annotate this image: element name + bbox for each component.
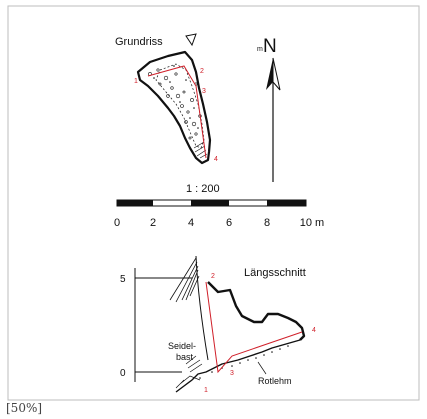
section-station-3: 3	[230, 370, 234, 377]
zoom-level-label: [50%]	[6, 401, 43, 415]
label-seidelbast-1: Seidel-	[168, 341, 196, 351]
scale-segment	[267, 200, 306, 206]
plan-hatching	[193, 141, 208, 159]
section-station-1: 1	[204, 387, 208, 394]
scale-bar: 1 : 200 0 2 4 6 8 10 m	[114, 183, 324, 229]
north-prefix: m	[257, 46, 263, 53]
height-label-5: 5	[120, 274, 126, 285]
plan-view: Grundriss	[115, 33, 218, 165]
scale-segment	[117, 200, 153, 206]
plan-survey-line	[147, 65, 207, 159]
seidelbast-plant-icon	[175, 355, 203, 389]
scale-tick: 0	[114, 217, 120, 229]
section-station-4: 4	[312, 327, 316, 334]
scale-tick: 6	[226, 217, 232, 229]
section-view: Längsschnitt 5 0	[120, 255, 316, 394]
scale-tick: 10 m	[300, 217, 324, 229]
cave-ceiling	[207, 281, 306, 341]
scale-tick: 2	[150, 217, 156, 229]
plan-title: Grundriss	[115, 36, 163, 48]
rotlehm-leader	[257, 361, 267, 375]
north-arrow-head-right	[272, 57, 281, 91]
entrance-slope-line	[195, 255, 209, 361]
scale-tick: 8	[264, 217, 270, 229]
plan-station-2: 2	[200, 68, 204, 75]
plan-station-4: 4	[214, 156, 218, 163]
plan-station-1: 1	[134, 78, 138, 85]
scale-ratio: 1 : 200	[186, 183, 220, 195]
section-title: Längsschnitt	[244, 267, 306, 279]
north-letter: N	[263, 36, 277, 57]
rubble-fill	[148, 68, 202, 140]
height-label-0: 0	[120, 368, 126, 379]
cave-outline	[136, 50, 212, 165]
scale-tick: 4	[188, 217, 194, 229]
entrance-slope-hatching	[169, 257, 200, 303]
entrance-marker	[185, 33, 197, 47]
label-rotlehm: Rotlehm	[258, 376, 292, 386]
north-arrow-head-left	[266, 58, 273, 90]
section-survey-line	[205, 281, 303, 374]
north-arrow: m N	[257, 36, 281, 182]
scale-segment	[191, 200, 229, 206]
section-station-2: 2	[211, 273, 215, 280]
label-seidelbast-2: bast	[176, 352, 194, 362]
plan-station-3: 3	[202, 88, 206, 95]
